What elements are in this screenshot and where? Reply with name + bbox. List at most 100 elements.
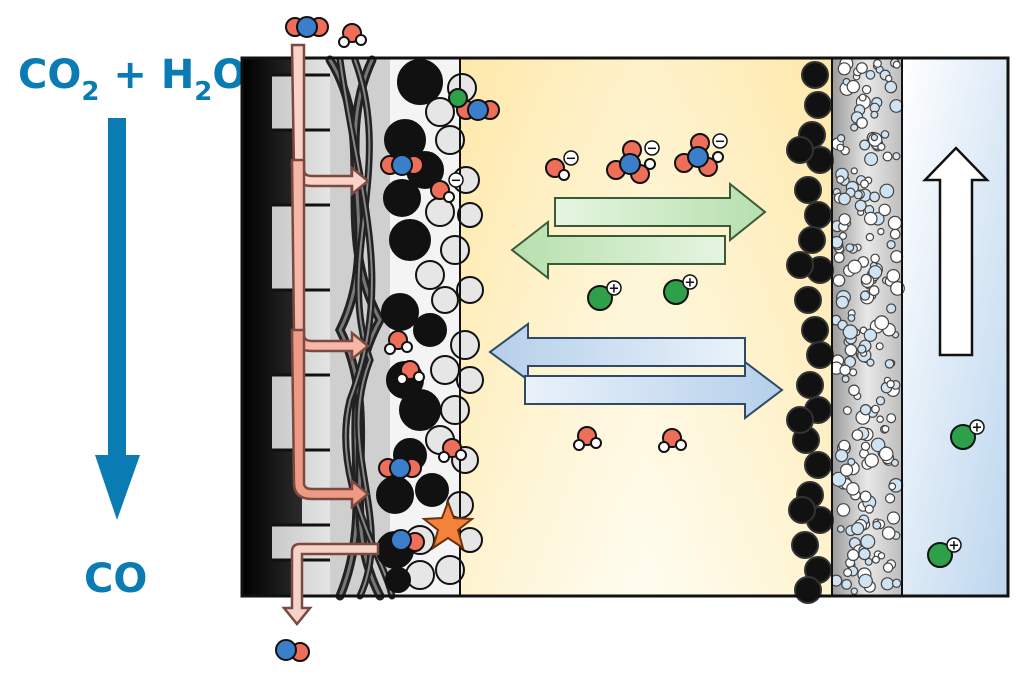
anode-pebbles xyxy=(829,56,905,595)
carbon-particle xyxy=(383,179,421,217)
ionomer-particle xyxy=(405,560,435,590)
anode-carbon-particle xyxy=(806,341,834,369)
catalyst-star-icon xyxy=(421,499,475,551)
carbon-particle xyxy=(389,219,431,261)
co2-molecule-icon xyxy=(380,154,424,176)
co-molecule-icon xyxy=(275,639,310,662)
porous-pebble xyxy=(870,133,879,142)
porous-pebble xyxy=(842,406,852,416)
carbon-particle xyxy=(399,389,441,431)
porous-pebble xyxy=(868,285,880,297)
ionomer-particle xyxy=(425,97,455,127)
anode-carbon-particle xyxy=(798,226,826,254)
porous-pebble xyxy=(877,552,886,560)
porous-pebble xyxy=(884,80,898,94)
porous-pebble xyxy=(844,343,858,357)
anode-carbon-particle xyxy=(786,251,814,279)
porous-pebble xyxy=(870,110,879,119)
porous-pebble xyxy=(843,568,853,578)
porous-pebble xyxy=(859,179,869,189)
carbon-particle xyxy=(376,476,414,514)
carbonate-anion-icon: − xyxy=(606,140,660,184)
anion-transport-arrow-left xyxy=(510,219,726,281)
porous-pebble xyxy=(886,413,897,424)
ionomer-particle xyxy=(435,555,465,585)
porous-pebble xyxy=(886,269,901,283)
carbonate-anion-icon: − xyxy=(674,133,728,177)
porous-pebble xyxy=(851,521,865,536)
water-molecule-icon xyxy=(573,426,602,451)
svg-text:+: + xyxy=(609,282,620,297)
porous-pebble xyxy=(889,228,901,240)
ionomer-particle xyxy=(440,395,470,425)
svg-text:−: − xyxy=(647,142,658,157)
porous-pebble xyxy=(887,215,903,230)
product-label: CO xyxy=(84,556,147,602)
anode-carbon-particle xyxy=(796,371,824,399)
porous-pebble xyxy=(872,520,882,530)
ionomer-particle xyxy=(431,286,459,314)
anode-carbon-particle xyxy=(794,286,822,314)
product-outlet-arrow xyxy=(281,542,380,626)
carbon-particle xyxy=(381,293,419,331)
porous-pebble xyxy=(854,199,867,212)
porous-pebble xyxy=(860,534,876,550)
porous-pebble xyxy=(858,547,871,561)
porous-pebble xyxy=(886,511,901,525)
porous-pebble xyxy=(890,458,899,467)
porous-pebble xyxy=(833,252,845,264)
porous-pebble xyxy=(848,384,860,397)
porous-pebble xyxy=(864,152,879,167)
porous-pebble xyxy=(890,281,905,296)
co2-molecule-icon xyxy=(378,457,422,479)
ionomer-particle xyxy=(456,276,484,304)
porous-pebble xyxy=(863,211,878,226)
porous-pebble xyxy=(860,441,871,451)
svg-text:+: + xyxy=(972,421,983,436)
porous-pebble xyxy=(861,84,872,95)
porous-pebble xyxy=(881,526,896,540)
porous-pebble xyxy=(871,555,880,564)
porous-pebble xyxy=(886,303,897,314)
anode-carbon-particle xyxy=(801,61,829,89)
cation-transport-arrow-left xyxy=(488,322,746,382)
porous-pebble xyxy=(886,240,896,250)
ionomer-particle xyxy=(457,202,483,228)
porous-pebble xyxy=(876,415,884,424)
porous-pebble xyxy=(841,375,850,384)
porous-pebble xyxy=(892,152,901,161)
reactant-label-group: CO2 + H2O xyxy=(18,52,246,107)
anode-carbon-particle xyxy=(786,136,814,164)
porous-pebble xyxy=(856,116,868,129)
porous-pebble xyxy=(882,562,894,573)
svg-text:−: − xyxy=(715,135,726,150)
porous-pebble xyxy=(845,243,855,253)
porous-pebble xyxy=(884,493,896,504)
porous-pebble xyxy=(871,404,880,414)
cation-transport-arrow-right xyxy=(524,359,784,421)
carbon-particle xyxy=(413,313,447,347)
hydroxide-anion-icon: − xyxy=(545,150,579,181)
ionomer-particle xyxy=(456,366,484,394)
porous-pebble xyxy=(836,503,851,517)
carbon-particle xyxy=(385,567,411,593)
carbon-particle xyxy=(397,59,443,105)
anode-catalyst-particles xyxy=(786,61,834,604)
porous-pebble xyxy=(836,133,846,143)
porous-pebble xyxy=(860,273,872,285)
ionomer-particle xyxy=(440,235,470,265)
porous-pebble xyxy=(859,404,872,416)
anode-carbon-particle xyxy=(794,176,822,204)
porous-pebble xyxy=(877,142,886,151)
anode-carbon-particle xyxy=(804,91,832,119)
layer-boundaries xyxy=(459,58,903,596)
porous-pebble xyxy=(877,227,885,236)
porous-pebble xyxy=(868,265,883,280)
porous-pebble xyxy=(878,446,894,462)
porous-pebble xyxy=(838,192,851,206)
porous-pebble xyxy=(838,213,851,226)
porous-pebble xyxy=(873,59,882,68)
anode-carbon-particle xyxy=(786,406,814,434)
porous-pebble xyxy=(859,490,872,503)
